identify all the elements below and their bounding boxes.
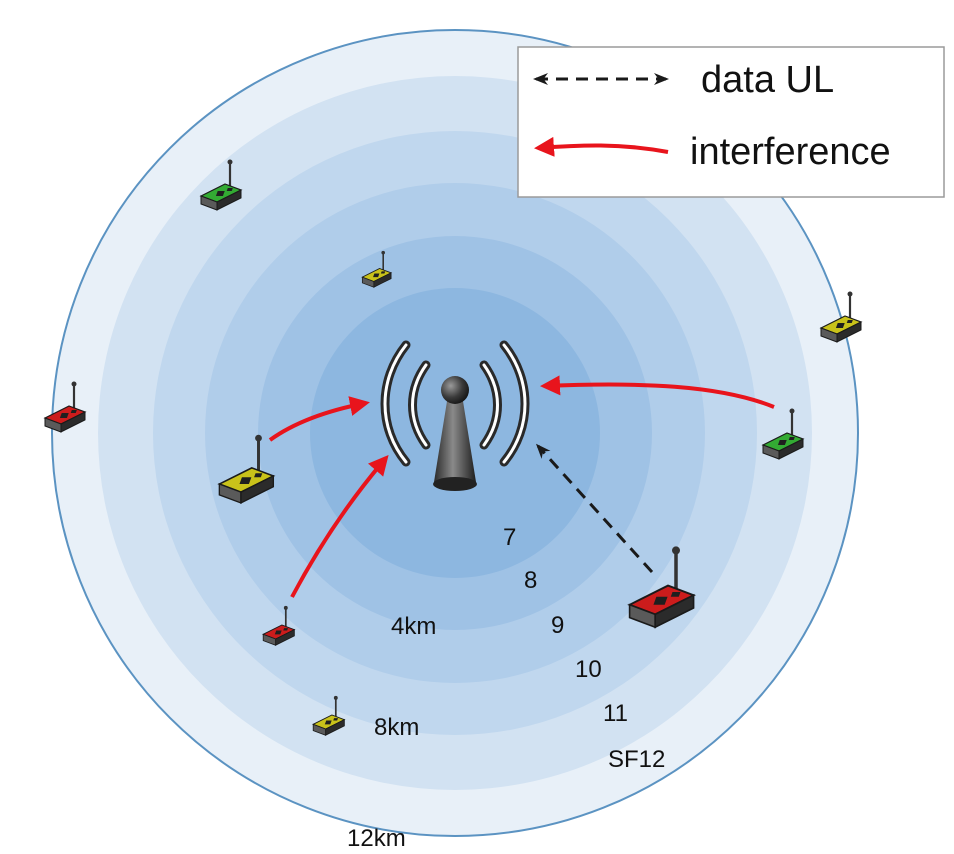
lora-end-device-icon — [199, 159, 243, 211]
lora-end-device-icon — [262, 605, 296, 646]
lora-end-device-icon — [217, 434, 276, 505]
legend-data-ul-label: data UL — [701, 59, 834, 101]
lora-end-device-icon — [761, 408, 805, 460]
interference-arrow-left — [268, 396, 370, 442]
lora-end-device-icon — [627, 546, 696, 629]
legend-interference-label: interference — [690, 131, 891, 173]
interference-arrow-bottom-left — [290, 454, 389, 598]
legend: data UL interference — [517, 46, 945, 198]
end-devices — [43, 159, 863, 736]
distance-label-8km: 8km — [374, 714, 419, 741]
sf-label-12: SF12 — [608, 746, 665, 773]
sf-label-10: 10 — [575, 656, 602, 683]
lora-end-device-icon — [819, 291, 863, 343]
lora-end-device-icon — [43, 381, 87, 433]
interference-arrow-right — [540, 375, 775, 409]
lora-end-device-icon — [312, 695, 346, 736]
sf-label-8: 8 — [524, 567, 537, 594]
antenna-tower-icon — [380, 340, 530, 491]
sf-labels: 7 8 9 10 11 SF12 — [503, 524, 665, 773]
legend-interference-symbol — [534, 136, 669, 157]
interference-arrows — [268, 375, 775, 598]
sf-label-7: 7 — [503, 524, 516, 551]
sf-label-9: 9 — [551, 612, 564, 639]
distance-label-12km: 12km — [347, 825, 406, 852]
data-ul-arrow — [535, 443, 654, 574]
legend-box — [517, 46, 945, 198]
sf-label-11: 11 — [603, 700, 628, 727]
distance-labels: 4km 8km 12km — [347, 613, 436, 852]
distance-label-4km: 4km — [391, 613, 436, 640]
lora-end-device-icon — [361, 250, 393, 288]
